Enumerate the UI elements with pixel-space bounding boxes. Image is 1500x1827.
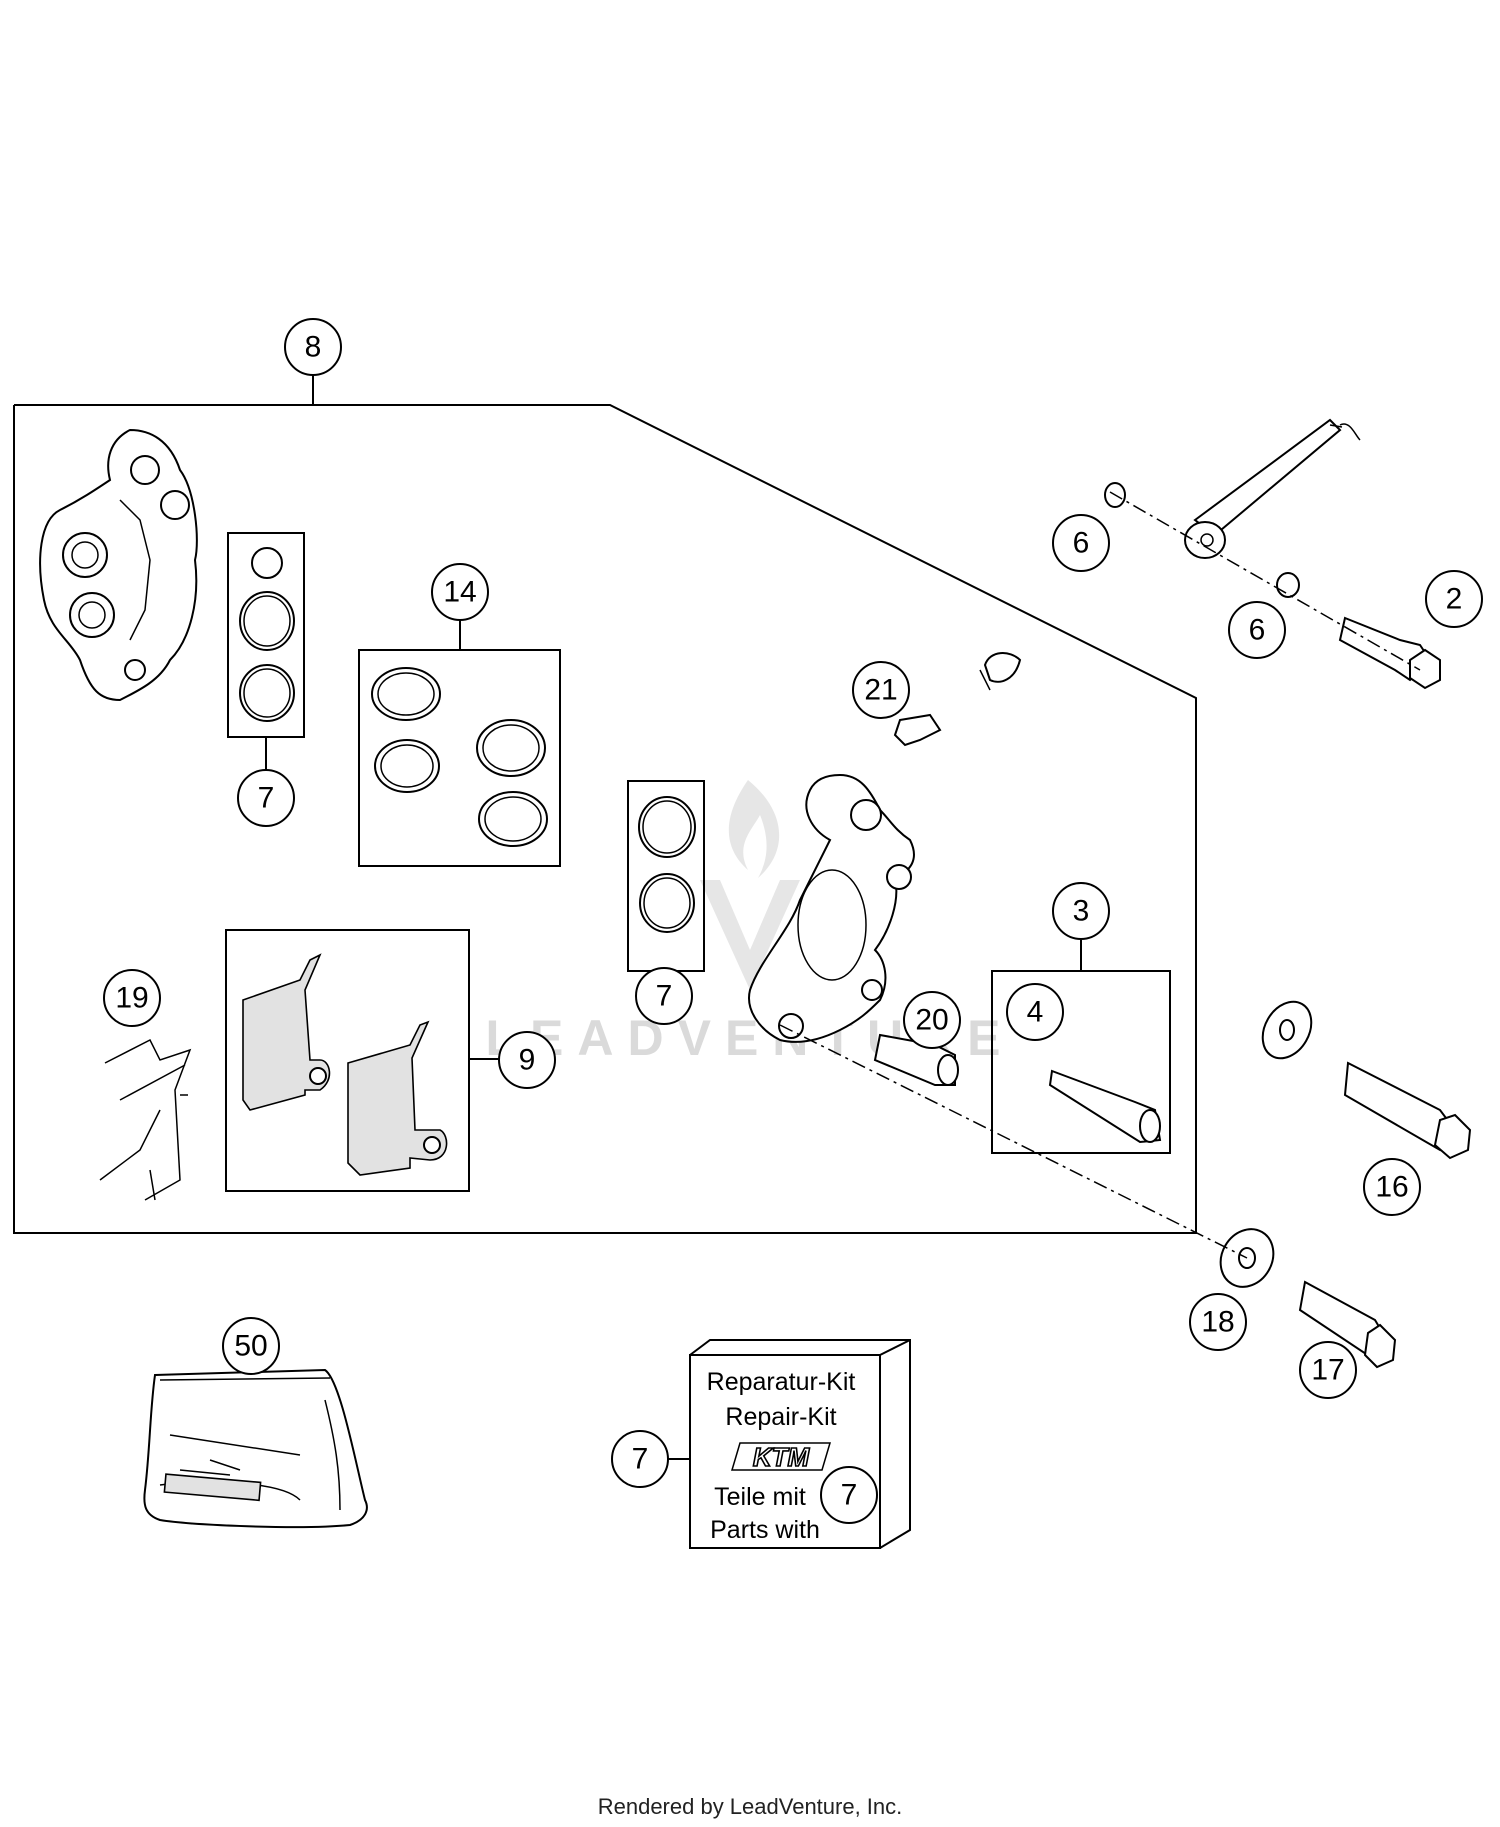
washer-18-top bbox=[1261, 1000, 1313, 1060]
repair-kit-line2: Repair-Kit bbox=[725, 1403, 836, 1431]
callout-18: 18 bbox=[1189, 1293, 1247, 1351]
callout-14: 14 bbox=[431, 563, 489, 621]
grease-pack bbox=[143, 1368, 368, 1529]
svg-text:18: 18 bbox=[1201, 1306, 1234, 1339]
caliper-half-right bbox=[748, 773, 915, 1043]
svg-text:2: 2 bbox=[1446, 583, 1463, 616]
callout-7: 7 bbox=[820, 1466, 878, 1524]
callout-4: 4 bbox=[1006, 983, 1064, 1041]
svg-text:6: 6 bbox=[1073, 527, 1090, 560]
svg-text:4: 4 bbox=[1027, 996, 1044, 1029]
svg-text:3: 3 bbox=[1073, 895, 1090, 928]
svg-text:50: 50 bbox=[234, 1330, 267, 1363]
svg-text:19: 19 bbox=[115, 982, 148, 1015]
pistons-box bbox=[358, 620, 561, 867]
svg-text:20: 20 bbox=[915, 1004, 948, 1037]
callout-21: 21 bbox=[852, 661, 910, 719]
callout-3: 3 bbox=[1052, 882, 1110, 940]
svg-text:7: 7 bbox=[632, 1443, 649, 1476]
svg-text:14: 14 bbox=[443, 576, 476, 609]
bolt-16 bbox=[1343, 1061, 1472, 1160]
bolt-17 bbox=[1298, 1280, 1397, 1369]
axis-line-bottom bbox=[779, 1024, 1248, 1259]
callout-20: 20 bbox=[903, 991, 961, 1049]
brake-line bbox=[1104, 418, 1441, 690]
callout-19: 19 bbox=[103, 969, 161, 1027]
svg-text:21: 21 bbox=[864, 674, 897, 707]
svg-text:7: 7 bbox=[258, 782, 275, 815]
callout-16: 16 bbox=[1363, 1158, 1421, 1216]
svg-text:7: 7 bbox=[841, 1479, 858, 1512]
seal-kit-box-mid bbox=[627, 780, 705, 977]
svg-text:16: 16 bbox=[1375, 1171, 1408, 1204]
callout-7: 7 bbox=[237, 769, 295, 827]
svg-text:9: 9 bbox=[519, 1044, 536, 1077]
footer-credit: Rendered by LeadVenture, Inc. bbox=[597, 1794, 903, 1819]
callout-6: 6 bbox=[1228, 601, 1286, 659]
ktm-logo: KTM bbox=[753, 1442, 811, 1472]
caliper-half-left bbox=[39, 428, 198, 702]
svg-text:7: 7 bbox=[656, 980, 673, 1013]
repair-kit-line1: Reparatur-Kit bbox=[707, 1368, 856, 1396]
brake-pads-box bbox=[225, 929, 500, 1192]
callout-7: 7 bbox=[611, 1430, 669, 1488]
callout-6: 6 bbox=[1052, 514, 1110, 572]
kit-8-outline bbox=[13, 404, 1197, 1234]
callout-8: 8 bbox=[284, 318, 342, 376]
pad-spring bbox=[99, 1038, 192, 1201]
callout-17: 17 bbox=[1299, 1341, 1357, 1399]
callout-9: 9 bbox=[498, 1031, 556, 1089]
svg-text:6: 6 bbox=[1249, 614, 1266, 647]
repair-kit-box: Reparatur-Kit Repair-Kit KTM Teile mit P… bbox=[660, 1339, 911, 1549]
svg-text:8: 8 bbox=[305, 331, 322, 364]
svg-text:17: 17 bbox=[1311, 1354, 1344, 1387]
ktm-logo-shape bbox=[730, 1442, 832, 1471]
bleeder-valve bbox=[893, 652, 1022, 747]
repair-kit-line3: Teile mit bbox=[714, 1483, 806, 1511]
pin-box bbox=[991, 940, 1171, 1154]
callout-2: 2 bbox=[1425, 570, 1483, 628]
repair-kit-line4: Parts with bbox=[710, 1516, 820, 1544]
callout-7: 7 bbox=[635, 967, 693, 1025]
seal-kit-box-left bbox=[227, 532, 305, 773]
axis-line-top bbox=[1109, 491, 1421, 671]
callout-50: 50 bbox=[222, 1317, 280, 1375]
